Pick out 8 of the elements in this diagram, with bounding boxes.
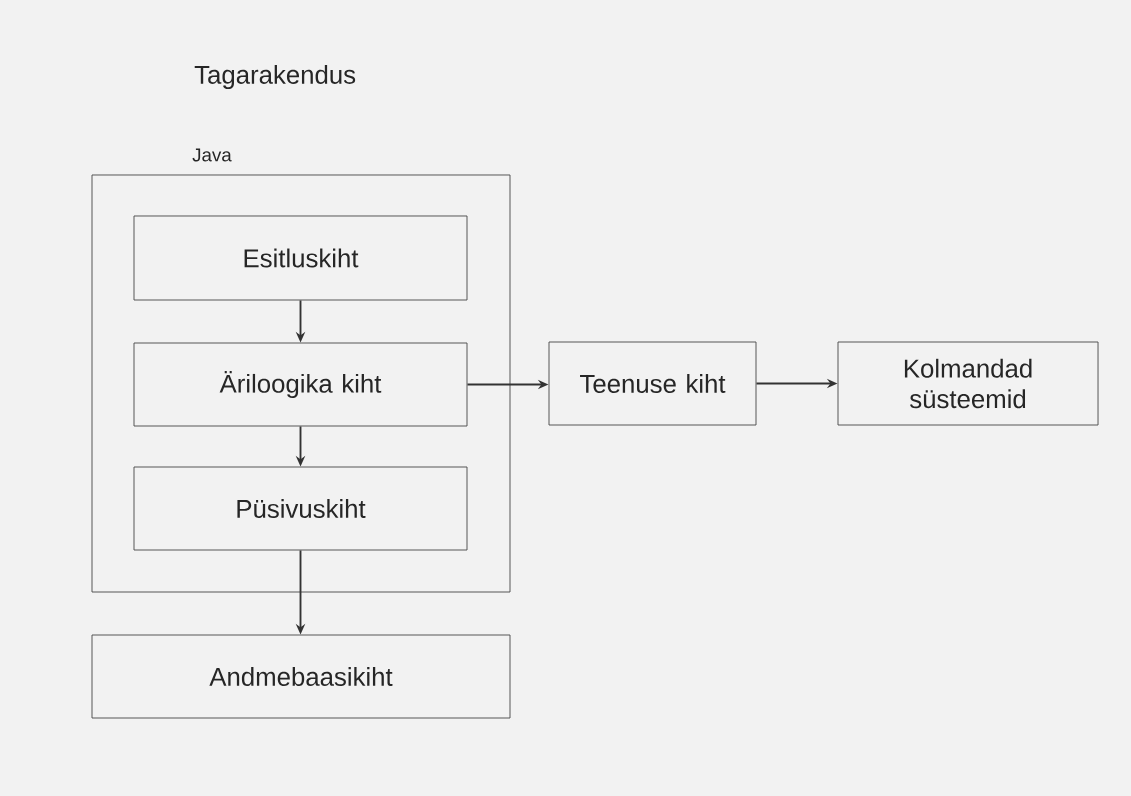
layer-box: Kolmandad süsteemid [837, 341, 1099, 426]
title: Tagarakendus [194, 65, 356, 89]
layer-box: Äriloogika kiht [133, 342, 468, 427]
layer-box: Andmebaasikiht [91, 634, 511, 719]
layer-box: Esitluskiht [133, 215, 468, 301]
node-label: Java [192, 148, 232, 162]
layer-box: Teenuse kiht [548, 341, 757, 426]
layer-box: Püsivuskiht [133, 466, 468, 551]
